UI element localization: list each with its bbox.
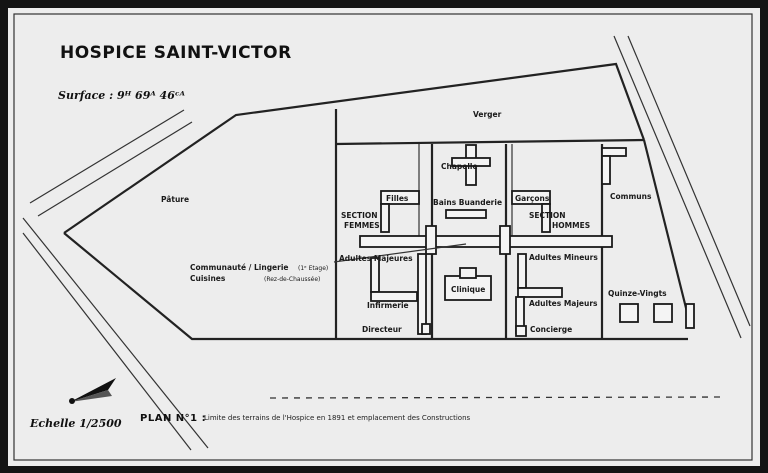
baths [445,209,487,219]
garcons-building [511,190,551,205]
quinze-vingts-building [619,303,639,323]
plan-number: PLAN N°1 : [140,413,206,424]
label-concierge: Concierge [530,325,572,334]
label-femmes: FEMMES [344,221,380,230]
label-rdc: (Rez-de-Chaussée) [264,276,320,283]
label-chapelle: Chapelle [441,162,478,171]
label-cuisines: Cuisines [190,274,226,283]
surface-label: Surface : 9ᴴ 69ᴬ 46ᶜᴬ [58,89,186,102]
plan-title: HOSPICE SAINT-VICTOR [60,43,292,63]
label-garcons: Garçons [515,194,550,203]
frame [13,13,753,461]
site-plan: HOSPICE SAINT-VICTOR Surface : 9ᴴ 69ᴬ 46… [13,13,753,461]
property-boundary [63,62,692,341]
leader-line [333,243,467,263]
label-directeur: Directeur [362,325,402,334]
label-hommes: HOMMES [552,221,590,230]
label-pature: Pâture [161,195,189,204]
plan-sheet: HOSPICE SAINT-VICTOR Surface : 9ᴴ 69ᴬ 46… [8,8,760,466]
filles-building [380,190,420,205]
label-communs: Communs [610,192,652,201]
label-section-femmes: SECTION [341,211,378,220]
scale-label: Echelle 1/2500 [29,417,122,430]
label-etage: (1ᵉ Etage) [298,265,328,272]
label-section-hommes: SECTION [529,211,566,220]
infirmerie-building [370,291,418,302]
label-quinze-vingts: Quinze-Vingts [608,289,667,298]
plan-caption: Limite des terrains de l'Hospice en 1891… [204,414,471,422]
plan-labels: Verger Pâture Chapelle Bains Buanderie F… [161,110,667,334]
label-adultes-mineurs: Adultes Mineurs [529,253,598,262]
communs-building [601,147,627,157]
clinique-building [444,275,492,301]
main-wing [359,235,613,248]
label-clinique: Clinique [451,285,485,294]
buildings [359,144,695,337]
label-filles: Filles [386,194,409,203]
north-arrow-icon [69,378,116,404]
label-verger: Verger [473,110,502,119]
label-communaute: Communauté / Lingerie [190,263,289,272]
label-adultes-majeures: Adultes Majeures [339,254,413,263]
label-bains: Bains Buanderie [433,198,502,207]
roads [22,35,751,451]
label-infirmerie: Infirmerie [367,301,409,310]
label-adultes-majeurs: Adultes Majeurs [529,299,598,308]
